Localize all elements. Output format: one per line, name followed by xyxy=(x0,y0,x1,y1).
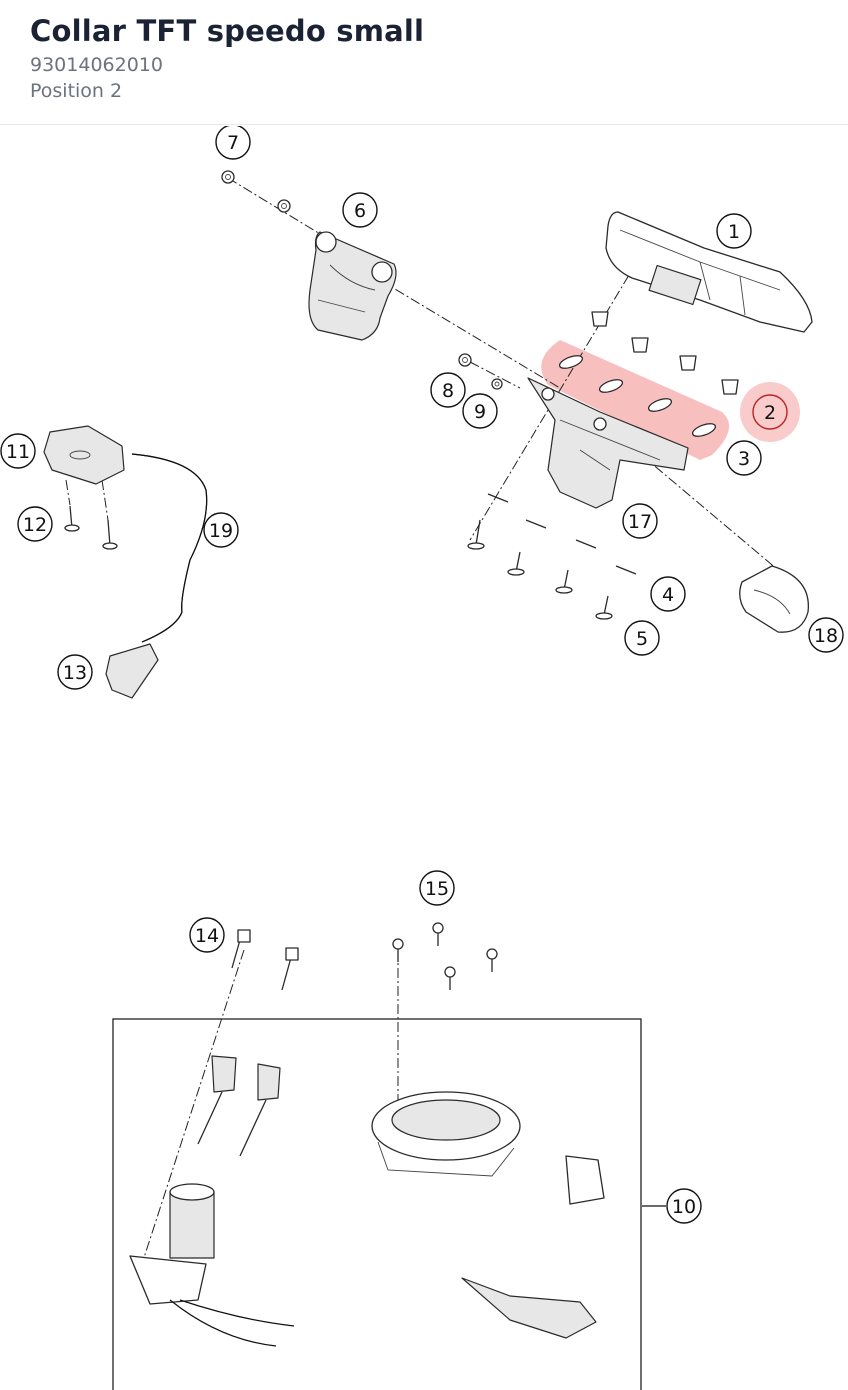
part-7-screws xyxy=(221,170,291,213)
callout-9-label: 9 xyxy=(474,401,486,423)
callout-15-label: 15 xyxy=(425,878,449,900)
callout-7-label: 7 xyxy=(227,132,239,154)
callout-14[interactable]: 14 xyxy=(189,917,225,953)
part-9-washer xyxy=(491,378,503,390)
callout-13-label: 13 xyxy=(63,662,87,684)
callout-3[interactable]: 3 xyxy=(726,440,762,476)
callout-1[interactable]: 1 xyxy=(716,213,752,249)
part-14-bolts xyxy=(231,929,299,991)
callout-17-label: 17 xyxy=(628,511,652,533)
part-2-highlight[interactable] xyxy=(541,340,800,460)
part-number: 93014062010 xyxy=(30,54,163,76)
callout-5[interactable]: 5 xyxy=(624,620,660,656)
callout-10-label: 10 xyxy=(672,1196,696,1218)
part-header: Collar TFT speedo small 93014062010 Posi… xyxy=(0,0,848,125)
exploded-parts-diagram: 1 2 3 4 5 6 7 8 9 10 11 12 xyxy=(0,126,844,1390)
part-15-screws xyxy=(392,922,498,990)
callout-2[interactable]: 2 xyxy=(752,394,788,430)
callout-19-label: 19 xyxy=(209,520,233,542)
callout-17[interactable]: 17 xyxy=(622,503,658,539)
callout-18[interactable]: 18 xyxy=(808,617,844,653)
callout-1-label: 1 xyxy=(728,221,740,243)
part-6-bracket xyxy=(308,231,397,341)
callout-4[interactable]: 4 xyxy=(650,576,686,612)
part-2-collars xyxy=(558,355,717,437)
part-11-bracket xyxy=(43,425,125,485)
callout-12-label: 12 xyxy=(23,514,47,536)
part-3-bushes xyxy=(591,311,739,395)
callout-2-label: 2 xyxy=(764,402,776,424)
part-5-screws xyxy=(467,519,613,620)
callout-4-label: 4 xyxy=(662,584,674,606)
callout-14-label: 14 xyxy=(195,925,219,947)
part-4-washers xyxy=(487,493,637,575)
callout-8-label: 8 xyxy=(442,380,454,402)
callout-13[interactable]: 13 xyxy=(57,654,93,690)
part-17-holder xyxy=(527,377,689,509)
callout-18-label: 18 xyxy=(814,625,838,647)
callout-7[interactable]: 7 xyxy=(215,126,251,160)
part-19-cable xyxy=(131,453,208,643)
callout-3-label: 3 xyxy=(738,448,750,470)
callout-19[interactable]: 19 xyxy=(203,512,239,548)
part-13-sensor xyxy=(105,643,159,699)
callout-10[interactable]: 10 xyxy=(666,1188,702,1224)
part-10-lock-set xyxy=(112,1018,642,1390)
part-12-screws xyxy=(64,505,118,550)
part-1-tft-display xyxy=(605,211,813,333)
part-18-clamp xyxy=(739,565,809,633)
callout-11-label: 11 xyxy=(6,441,30,463)
callout-5-label: 5 xyxy=(636,628,648,650)
callout-6-label: 6 xyxy=(354,200,366,222)
part-title: Collar TFT speedo small xyxy=(30,14,425,48)
callout-8[interactable]: 8 xyxy=(430,372,466,408)
callout-9[interactable]: 9 xyxy=(462,393,498,429)
callout-11[interactable]: 11 xyxy=(0,433,36,469)
callout-12[interactable]: 12 xyxy=(17,506,53,542)
part-position: Position 2 xyxy=(30,80,123,102)
callout-6[interactable]: 6 xyxy=(342,192,378,228)
callout-15[interactable]: 15 xyxy=(419,870,455,906)
part-8-screw xyxy=(458,353,472,367)
